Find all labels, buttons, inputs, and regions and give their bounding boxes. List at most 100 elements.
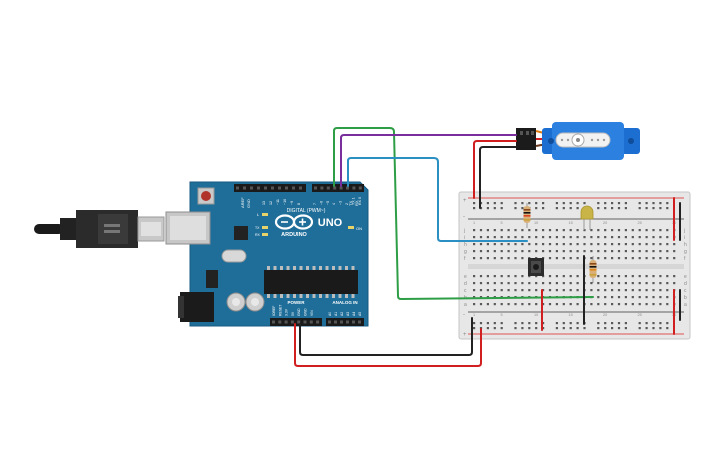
breadboard-hole xyxy=(659,229,662,232)
breadboard-hole xyxy=(611,282,614,285)
breadboard-hole xyxy=(479,243,483,246)
breadboard-hole xyxy=(548,229,552,232)
push-button[interactable] xyxy=(528,258,544,276)
rail-hole xyxy=(493,322,496,325)
digital-header-low xyxy=(312,184,364,192)
breadboard-hole xyxy=(500,289,503,292)
column-number: 20 xyxy=(603,221,607,225)
arduino-logo-text: ARDUINO xyxy=(281,232,307,238)
breadboard-hole xyxy=(528,282,531,285)
breadboard-hole xyxy=(473,257,476,260)
tx-label: TX xyxy=(348,201,353,206)
header-hole xyxy=(326,186,330,190)
breadboard-hole xyxy=(486,282,489,285)
rail-hole xyxy=(514,327,517,330)
row-letter: a xyxy=(684,302,687,308)
breadboard-hole xyxy=(645,296,648,299)
breadboard-hole xyxy=(611,303,614,306)
breadboard-hole xyxy=(624,296,627,299)
breadboard-hole xyxy=(590,250,593,253)
rail-hole xyxy=(666,202,669,205)
breadboard-hole xyxy=(645,236,648,239)
rail-hole xyxy=(611,207,614,210)
reset-button[interactable] xyxy=(201,191,211,201)
breadboard-hole xyxy=(631,243,634,246)
rail-hole xyxy=(500,207,503,210)
breadboard-hole xyxy=(535,243,538,246)
rail-hole xyxy=(638,207,641,210)
breadboard-hole xyxy=(473,229,476,232)
breadboard-hole xyxy=(486,236,489,239)
rail-hole xyxy=(666,207,669,210)
breadboard-hole xyxy=(569,282,572,285)
breadboard-hole xyxy=(542,303,545,306)
chip-pin xyxy=(267,266,270,270)
center-trench xyxy=(468,264,684,269)
header-hole xyxy=(243,186,246,190)
chip-pin xyxy=(312,294,316,298)
breadboard-hole xyxy=(583,250,586,253)
breadboard-hole xyxy=(528,303,531,306)
breadboard-hole xyxy=(617,303,621,306)
breadboard-hole xyxy=(473,236,476,239)
breadboard-hole xyxy=(576,282,579,285)
breadboard-hole xyxy=(659,282,662,285)
rail-hole xyxy=(486,327,489,330)
rail-hole xyxy=(597,327,600,330)
breadboard-hole xyxy=(569,257,572,260)
header-hole xyxy=(358,320,361,324)
breadboard-hole xyxy=(631,289,634,292)
chip-pin xyxy=(286,266,290,270)
rail-hole xyxy=(617,327,621,330)
header-hole xyxy=(358,186,362,190)
digital-pin-label: 8 xyxy=(297,203,301,205)
rail-hole xyxy=(542,322,545,325)
header-hole xyxy=(278,186,281,190)
breadboard-hole xyxy=(479,289,483,292)
row-letter: g xyxy=(464,249,467,255)
breadboard-hole xyxy=(500,282,503,285)
breadboard-hole xyxy=(638,243,641,246)
column-number: 10 xyxy=(534,313,538,317)
chip-pin xyxy=(338,266,342,270)
breadboard-hole xyxy=(548,289,552,292)
chip-pin xyxy=(299,294,303,298)
rail-hole xyxy=(611,202,614,205)
breadboard-hole xyxy=(507,257,510,260)
header-hole xyxy=(352,320,355,324)
rail-hole xyxy=(576,327,579,330)
rail-hole xyxy=(493,202,496,205)
breadboard-hole xyxy=(666,236,669,239)
header-hole xyxy=(328,320,331,324)
breadboard-hole xyxy=(604,296,607,299)
row-letter: d xyxy=(464,281,467,287)
rail-hole xyxy=(535,322,538,325)
breadboard-hole xyxy=(604,303,607,306)
horn-hole xyxy=(590,138,594,142)
breadboard-hole xyxy=(514,303,517,306)
wire-red-servo xyxy=(473,140,517,199)
breadboard-hole xyxy=(473,275,476,278)
breadboard-hole xyxy=(562,243,565,246)
column-number: 1 xyxy=(473,221,475,225)
breadboard-hole xyxy=(562,289,565,292)
breadboard-hole xyxy=(493,243,496,246)
column-number: 25 xyxy=(637,221,641,225)
breadboard-hole xyxy=(645,250,648,253)
digital-pin-label: ~5 xyxy=(326,201,330,205)
breadboard-hole xyxy=(631,275,634,278)
rail-hole xyxy=(500,202,503,205)
header-hole xyxy=(257,186,260,190)
breadboard-hole xyxy=(507,275,510,278)
breadboard-hole xyxy=(645,289,648,292)
breadboard-hole xyxy=(631,257,634,260)
digital-header-high xyxy=(234,184,306,192)
breadboard-hole xyxy=(486,303,489,306)
breadboard-hole xyxy=(473,250,476,253)
breadboard-hole xyxy=(486,289,489,292)
rail-hole xyxy=(500,327,503,330)
breadboard-hole xyxy=(528,243,531,246)
power-pin-label: IOREF xyxy=(272,306,276,316)
rail-hole xyxy=(473,327,476,330)
breadboard-hole xyxy=(666,296,669,299)
